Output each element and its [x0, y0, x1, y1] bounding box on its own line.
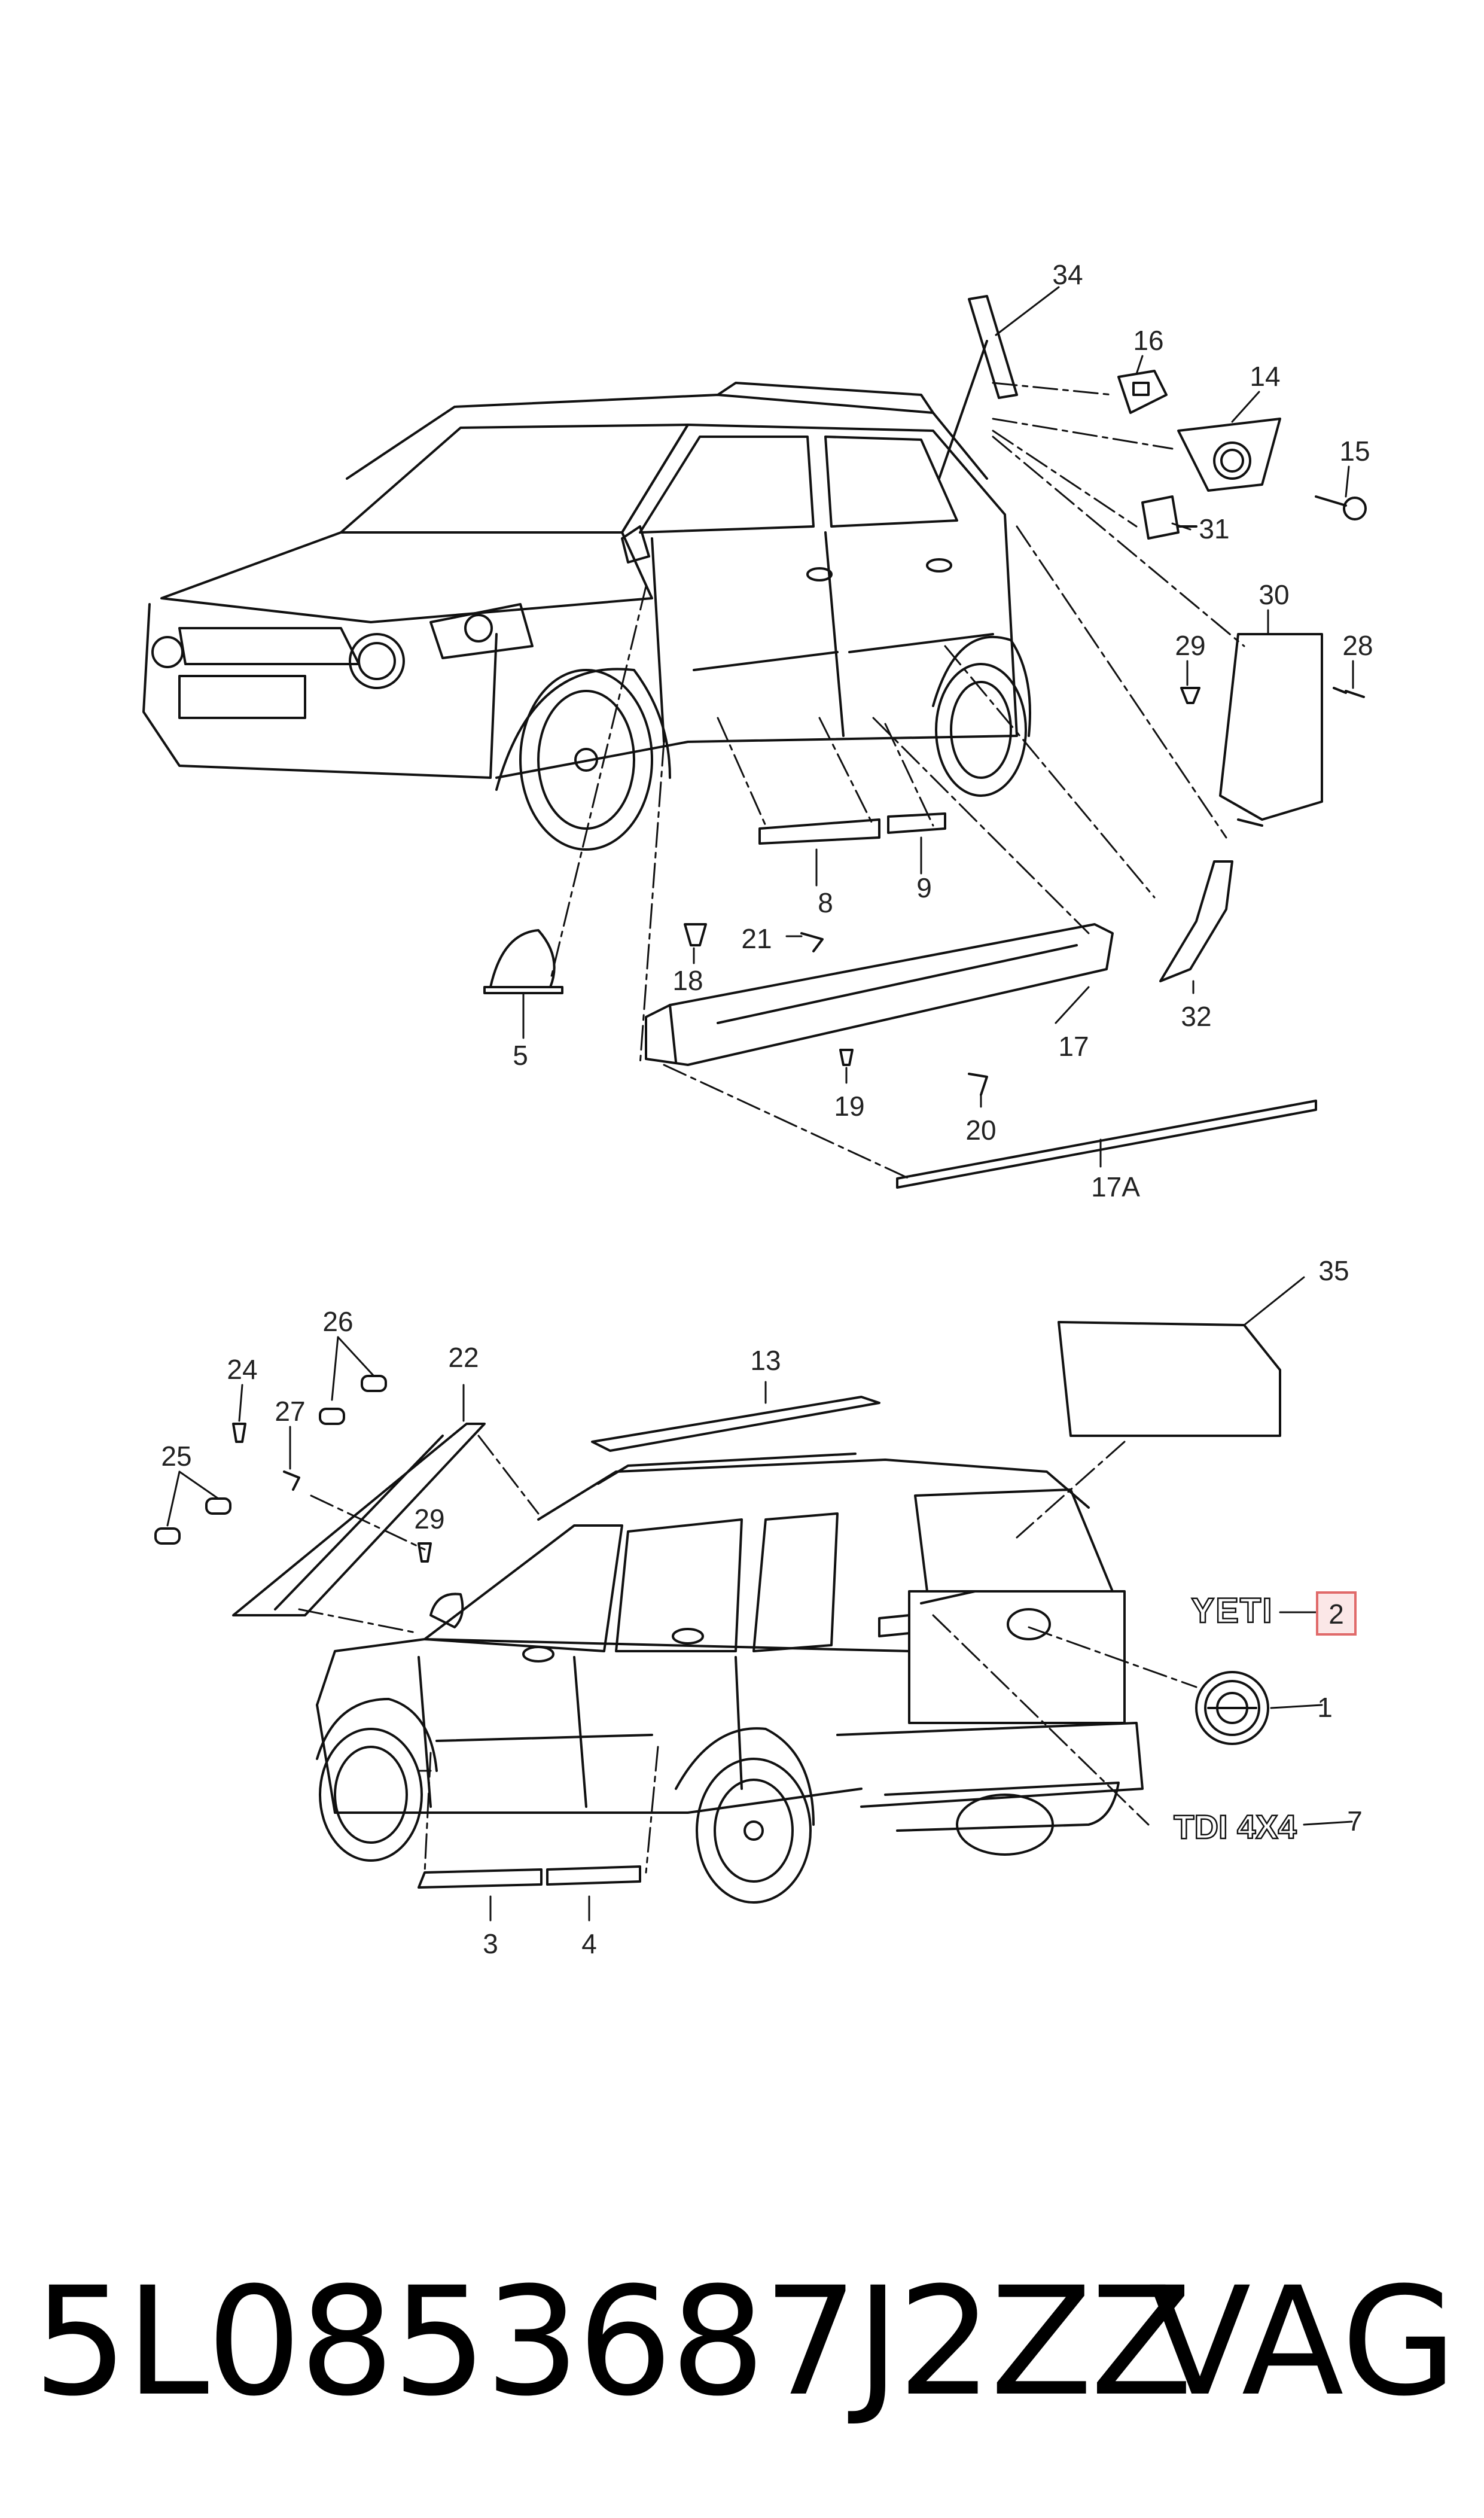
- callout-27: 27: [275, 1396, 305, 1427]
- part-3-door-strip: [418, 1868, 543, 1889]
- part-22-window-trim: [232, 1423, 486, 1616]
- callout-20: 20: [965, 1115, 996, 1146]
- callout-2: 2: [1328, 1599, 1344, 1630]
- callout-25: 25: [161, 1441, 191, 1472]
- callout-17a: 17A: [1091, 1171, 1140, 1202]
- part-19-clip: [839, 1049, 854, 1066]
- callout-14: 14: [1250, 361, 1280, 392]
- callout-35: 35: [1318, 1255, 1349, 1286]
- part-4-door-strip: [546, 1865, 641, 1886]
- callout-2-highlight-box: [1316, 1591, 1357, 1636]
- bottom-vehicle-outline: [316, 1453, 1144, 1904]
- part-8-strip: [758, 818, 880, 845]
- callout-7: 7: [1347, 1805, 1363, 1837]
- callout-13: 13: [750, 1345, 781, 1376]
- callout-31: 31: [1199, 513, 1229, 544]
- bottom-leader-lines: [298, 1435, 1197, 1874]
- part-34-pillar-strip: [938, 295, 1018, 480]
- callout-4: 4: [581, 1928, 597, 1959]
- part-29-clip: [1180, 687, 1200, 704]
- callout-28: 28: [1342, 630, 1373, 661]
- part-17a-strip: [896, 1100, 1317, 1189]
- top-vehicle-outline: [142, 382, 1031, 851]
- brand-label: VAG: [1148, 2255, 1457, 2429]
- part-1-emblem: [1195, 1671, 1269, 1745]
- part-26-clip-b: [361, 1375, 387, 1392]
- part-31-bracket: [1141, 495, 1197, 540]
- badge-yeti: YETI: [1192, 1591, 1273, 1630]
- callout-8: 8: [818, 887, 833, 918]
- callout-34: 34: [1052, 259, 1083, 290]
- callout-18: 18: [672, 965, 703, 996]
- part-32-arch-trim: [1159, 860, 1233, 982]
- part-24-clip: [232, 1423, 246, 1443]
- part-30-quarter-cover: [1219, 633, 1323, 827]
- part-9-strip: [887, 812, 946, 834]
- part-13-roof-strip: [591, 1396, 880, 1452]
- callout-29-bottom: 29: [414, 1503, 444, 1534]
- part-25-clip-a: [154, 1527, 181, 1545]
- top-leader-lines: [549, 382, 1245, 1180]
- callout-9: 9: [916, 872, 932, 903]
- callout-leaders: [166, 286, 1354, 1922]
- callout-16: 16: [1133, 325, 1163, 356]
- callout-30: 30: [1258, 579, 1289, 610]
- part-21-screw: [800, 932, 824, 952]
- part-20-screw: [968, 1073, 988, 1096]
- callout-15: 15: [1339, 436, 1370, 467]
- callout-19: 19: [834, 1091, 864, 1122]
- part-14-bezel: [1177, 418, 1281, 492]
- part-18-clip: [684, 923, 707, 946]
- badge-tdi-4x4: TDI 4X4: [1174, 1808, 1296, 1846]
- callout-3: 3: [483, 1928, 498, 1959]
- part-16-clip: [1117, 370, 1168, 414]
- part-number: 5L0853687J2ZZ: [33, 2255, 1193, 2429]
- part-26-clip-a: [319, 1408, 345, 1425]
- callout-21: 21: [741, 923, 772, 954]
- callout-26: 26: [322, 1306, 353, 1337]
- part-15-screw: [1315, 495, 1367, 520]
- part-25-clip-b: [205, 1497, 231, 1515]
- callout-24: 24: [227, 1354, 257, 1385]
- callout-5: 5: [513, 1040, 528, 1071]
- callout-29-top: 29: [1175, 630, 1205, 661]
- part-35-rear-glass: [1058, 1321, 1281, 1437]
- part-5-component: [483, 929, 563, 994]
- callout-22: 22: [448, 1342, 479, 1373]
- part-27-screw: [283, 1470, 300, 1491]
- part-17-sill-cladding: [645, 923, 1114, 1066]
- callout-1: 1: [1317, 1692, 1333, 1723]
- part-29-clip-bottom: [418, 1542, 432, 1563]
- callout-32: 32: [1181, 1001, 1211, 1032]
- callout-17: 17: [1058, 1031, 1089, 1062]
- part-28-screw: [1333, 687, 1365, 698]
